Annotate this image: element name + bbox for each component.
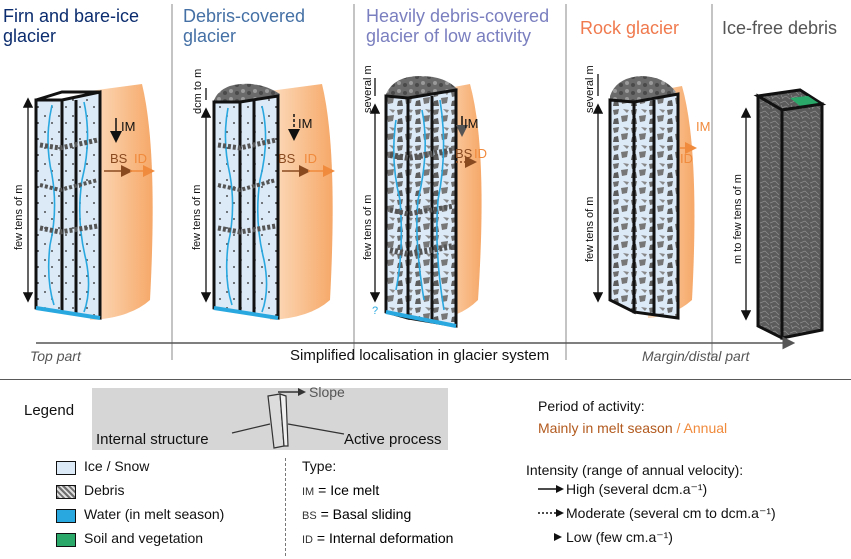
legend-type-id: ID = Internal deformation — [302, 530, 453, 546]
legend-period-values: Mainly in melt season / Annual — [538, 420, 727, 436]
top-label-4: several m — [584, 65, 596, 113]
axis-left-label: Top part — [30, 348, 81, 364]
block-rock-glacier: IM ID — [592, 74, 710, 320]
legend-water: Water (in melt season) — [84, 506, 225, 522]
height-label-2: few tens of m — [191, 184, 203, 250]
legend-slope: Slope — [309, 384, 345, 400]
type-code-im: IM — [302, 486, 315, 498]
block-heavily-debris: IM BS ID ? — [369, 76, 487, 328]
legend-ice-snow: Ice / Snow — [84, 458, 150, 474]
height-label-4: few tens of m — [584, 196, 596, 262]
legend-soil: Soil and vegetation — [84, 530, 204, 546]
intensity-low: Low (few cm.a⁻¹) — [566, 529, 673, 545]
id-label-4: ID — [680, 151, 693, 166]
type-code-bs: BS — [302, 510, 317, 522]
period-annual: Annual — [683, 420, 728, 436]
im-label-2: IM — [298, 116, 312, 131]
id-label-2: ID — [304, 151, 317, 166]
legend-period-title: Period of activity: — [538, 398, 645, 414]
type-code-id: ID — [302, 534, 313, 546]
swatch-ice-snow — [56, 461, 76, 475]
top-label-2: dcm to m — [192, 68, 204, 114]
bs-label-1: BS — [110, 151, 128, 166]
type-label-id: = Internal deformation — [316, 530, 454, 546]
title-ice-free: Ice-free debris — [722, 18, 838, 38]
glacier-diagram: IM BS ID IM BS ID — [0, 4, 851, 380]
title-rock-glacier: Rock glacier — [580, 18, 680, 38]
type-label-im: = Ice melt — [318, 482, 380, 498]
id-label-1: ID — [134, 151, 147, 166]
legend-key-diagram — [231, 388, 345, 449]
im-label-4: IM — [696, 119, 710, 134]
height-label-3: few tens of m — [362, 194, 374, 260]
legend-type-bs: BS = Basal sliding — [302, 506, 411, 522]
top-label-3: several m — [362, 65, 374, 113]
legend-title: Legend — [24, 402, 75, 419]
swatch-water — [56, 509, 76, 523]
legend-debris: Debris — [84, 482, 125, 498]
legend-type-im: IM = Ice melt — [302, 482, 379, 498]
period-sep: / — [676, 420, 681, 436]
swatch-soil — [56, 533, 76, 547]
period-melt: Mainly in melt season — [538, 420, 673, 436]
block-ice-free — [740, 88, 827, 341]
block-debris-covered: IM BS ID — [200, 83, 335, 320]
type-label-bs: = Basal sliding — [320, 506, 412, 522]
legend-active-process: Active process — [344, 431, 442, 448]
question-mark: ? — [372, 305, 378, 317]
im-label-3: IM — [464, 116, 478, 131]
bs-label-3: BS — [455, 146, 473, 161]
swatch-debris — [56, 485, 76, 499]
intensity-arrows — [538, 485, 564, 541]
im-label-1: IM — [121, 119, 135, 134]
bs-label-2: BS — [278, 151, 296, 166]
axis-right-label: Margin/distal part — [642, 348, 750, 364]
height-label-5: m to few tens of m — [732, 174, 744, 264]
legend-intensity-title: Intensity (range of annual velocity): — [526, 462, 744, 478]
intensity-moderate: Moderate (several cm to dcm.a⁻¹) — [566, 505, 776, 521]
id-label-3: ID — [474, 146, 487, 161]
intensity-high: High (several dcm.a⁻¹) — [566, 481, 708, 497]
legend-internal-structure: Internal structure — [96, 431, 209, 448]
height-label-1: few tens of m — [13, 184, 25, 250]
axis-center-label: Simplified localisation in glacier syste… — [290, 347, 550, 364]
legend-type-title: Type: — [302, 458, 337, 474]
block-firn: IM BS ID — [22, 84, 155, 320]
legend-dashed-divider — [285, 458, 286, 556]
